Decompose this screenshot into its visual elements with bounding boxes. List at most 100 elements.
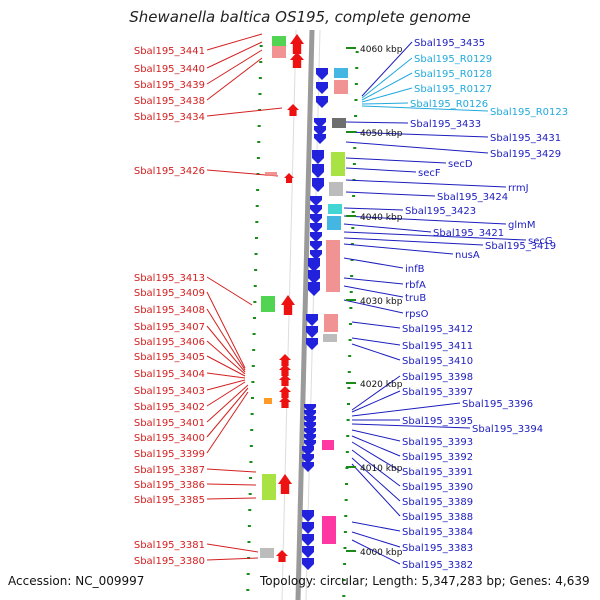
track-dot [249,445,253,447]
feature-box [261,296,275,312]
left-label-leaders [206,33,283,561]
right-gene-label: Sbal195_3393 [402,437,473,448]
track-dot [256,189,260,191]
label-leader-line [206,340,246,375]
gene-arrow [310,196,322,206]
kbp-tick-label: 4060 kbp [360,45,403,55]
track-dot [346,419,350,421]
right-gene-label: Sbal195_3424 [437,192,508,203]
gene-arrow [302,510,314,522]
right-gene-label: rrmJ [508,183,529,194]
feature-box [272,36,286,46]
track-dot [255,205,259,207]
label-leader-line [345,157,447,164]
gene-arrow [290,34,304,54]
feature-box [334,68,348,78]
gene-arrow [304,440,316,449]
kbp-tick-label: 4000 kbp [360,548,403,558]
left-gene-label: Sbal195_3434 [134,112,205,123]
gene-arrow [314,126,326,136]
gene-arrow [279,374,291,386]
track-dot [349,291,353,293]
track-dot [348,355,352,357]
track-dot [351,227,355,229]
track-dot [253,285,257,287]
label-leader-line [351,337,401,346]
track-dot [249,461,253,463]
track-dot [355,51,359,53]
label-leader-line [361,57,413,99]
gene-arrow [279,354,291,366]
feature-box [329,182,343,196]
label-leader-line [206,372,246,379]
right-gene-label: Sbal195_3397 [402,387,473,398]
kbp-tick [346,131,356,133]
track-dot [354,83,358,85]
label-leader-line [343,277,404,285]
feature-box [328,204,342,214]
left-gene-label: Sbal195_3386 [134,480,205,491]
left-gene-label: Sbal195_3406 [134,337,205,348]
label-leader-line [206,355,246,377]
track-dot [343,547,347,549]
label-leader-line [351,321,401,329]
gene-arrow [312,178,324,192]
left-gene-label: Sbal195_3426 [134,166,205,177]
track-dot [344,515,348,517]
right-gene-label: Sbal195_R0123 [490,107,568,118]
right-gene-label: Sbal195_3382 [402,560,473,571]
feature-box [332,118,346,128]
feature-box [324,314,338,332]
label-leader-line [351,521,401,532]
kbp-tick [346,47,356,49]
feature-boxes [260,36,348,558]
track-dot [248,509,252,511]
track-dot [344,499,348,501]
label-leader-line [351,449,401,487]
right-gene-label: Sbal195_3431 [490,133,561,144]
right-gene-label: Sbal195_3383 [402,543,473,554]
page-title: Shewanella baltica OS195, complete genom… [129,8,471,26]
track-dot [354,115,358,117]
label-leader-line [361,87,413,103]
gene-arrow [284,173,294,183]
gene-arrow [279,386,291,398]
topology-text: Topology: circular; Length: 5,347,283 bp… [260,574,590,588]
label-leader-line [206,308,246,371]
label-leader-line [206,107,283,117]
label-leader-line [351,457,401,502]
right-gene-label: Sbal195_3421 [433,228,504,239]
track-dot [342,579,346,581]
gene-arrow [304,410,316,419]
left-gene-label: Sbal195_3405 [134,352,205,363]
gene-arrow [302,446,314,456]
label-leader-line [361,72,413,101]
track-dot [352,163,356,165]
gene-arrow [302,462,314,472]
gene-arrow [304,428,316,437]
track-dot [255,221,259,223]
track-dot [252,349,256,351]
gene-arrow [304,404,316,413]
minus-strand-genes [276,34,304,562]
track-dot [349,307,353,309]
right-gene-label: rpsO [405,309,429,320]
left-gene-labels: Sbal195_3441Sbal195_3440Sbal195_3439Sbal… [134,46,205,567]
label-leader-line [206,557,259,561]
label-leader-line [206,291,246,369]
feature-box [326,240,340,292]
gene-arrow [310,241,322,251]
feature-box [262,474,276,500]
plus-strand-genes [302,68,328,570]
label-leader-line [206,543,259,553]
right-dot-track [342,51,359,597]
feature-box [265,172,277,176]
label-leader-line [206,49,263,85]
right-label-leaders [343,41,527,565]
gene-arrow [312,150,324,164]
track-dot [258,93,262,95]
right-gene-label: rbfA [405,280,426,291]
right-gene-label: Sbal195_3391 [402,467,473,478]
track-dot [350,243,354,245]
feature-box [322,516,336,544]
